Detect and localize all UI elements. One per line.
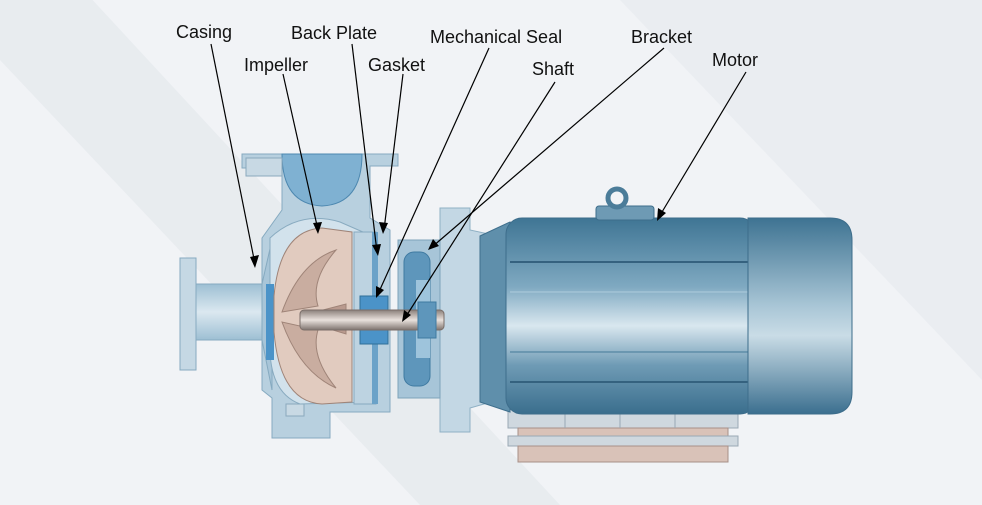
bracket-arrowhead	[428, 239, 439, 250]
label-impeller: Impeller	[244, 55, 309, 75]
back-plate-leader	[351, 43, 378, 253]
impeller-arrowhead	[313, 222, 322, 234]
mechanical-seal-body	[359, 295, 389, 345]
mechanical-seal-leader	[377, 47, 490, 295]
background-band	[620, 0, 982, 380]
label-casing: Casing	[176, 22, 233, 42]
shaft-sleeve	[417, 301, 437, 339]
impeller-leader	[282, 73, 319, 231]
label-motor: Motor	[712, 50, 759, 70]
arrowheads	[250, 208, 666, 322]
gasket-leader	[383, 73, 404, 231]
label-shaft: Shaft	[532, 59, 575, 79]
lifting-eye-icon	[605, 186, 629, 210]
mechanical-seal-arrowhead	[376, 286, 384, 298]
label-gasket: Gasket	[368, 55, 426, 75]
bracket-leader	[431, 47, 665, 248]
casing-arrowhead	[250, 255, 259, 268]
shaft-leader	[404, 81, 556, 319]
motor-body	[479, 186, 853, 415]
casing-leader	[210, 43, 256, 265]
back-plate-arrowhead	[372, 244, 381, 256]
label-back-plate: Back Plate	[291, 23, 378, 43]
gasket-arrowhead	[379, 222, 388, 234]
label-bracket: Bracket	[631, 27, 693, 47]
shaft-arrowhead	[402, 310, 411, 322]
motor-arrowhead	[657, 208, 666, 221]
motor-leader	[658, 71, 747, 218]
leader-lines	[210, 43, 747, 319]
label-mechanical-seal: Mechanical Seal	[430, 27, 563, 47]
